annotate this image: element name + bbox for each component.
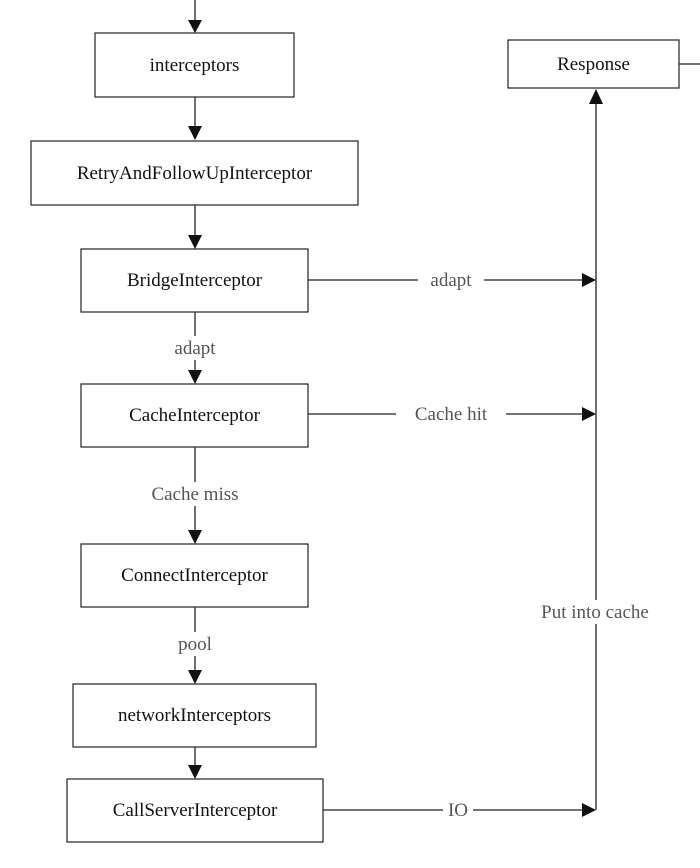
- label-cache-to-response: Cache hit: [415, 404, 488, 425]
- label-bg-cache-connect: [132, 482, 258, 506]
- node-response-label: Response: [557, 54, 630, 75]
- node-bridge: BridgeInterceptor: [80, 248, 309, 313]
- arrowhead-bridge-right: [582, 273, 596, 287]
- label-bg-bridge-cache: [160, 336, 230, 360]
- node-network: networkInterceptors: [72, 683, 317, 748]
- label-bg-connect-network: [166, 632, 224, 656]
- label-bg-bridge-response: [418, 268, 484, 292]
- arrowhead-network: [188, 670, 202, 684]
- node-callserver-label: CallServerInterceptor: [113, 800, 278, 821]
- node-retry: RetryAndFollowUpInterceptor: [30, 140, 359, 206]
- label-bg-callserver-response: [443, 798, 473, 822]
- node-callserver: CallServerInterceptor: [66, 778, 324, 843]
- label-bridge-to-cache: adapt: [174, 338, 216, 359]
- node-interceptors: interceptors: [94, 32, 295, 98]
- arrowhead-connect: [188, 530, 202, 544]
- label-bg-put-into-cache: [511, 600, 679, 624]
- arrowhead-bridge: [188, 235, 202, 249]
- arrowhead-cache-right: [582, 407, 596, 421]
- node-response: Response: [507, 39, 680, 89]
- arrowhead-cache: [188, 370, 202, 384]
- arrowhead-callserver: [188, 765, 202, 779]
- node-connect: ConnectInterceptor: [80, 543, 309, 608]
- node-cache-label: CacheInterceptor: [129, 405, 260, 426]
- label-cache-to-connect: Cache miss: [151, 484, 238, 505]
- node-network-label: networkInterceptors: [118, 705, 271, 726]
- label-bg-cache-response: [396, 402, 506, 426]
- incoming-arrowhead: [188, 20, 202, 33]
- arrowhead-response: [589, 89, 603, 104]
- label-put-into-cache: Put into cache: [541, 602, 649, 623]
- node-bridge-label: BridgeInterceptor: [127, 270, 263, 291]
- label-callserver-to-response: IO: [448, 800, 468, 821]
- arrowhead-retry: [188, 126, 202, 140]
- arrowhead-callserver-right: [582, 803, 596, 817]
- node-interceptors-label: interceptors: [150, 55, 240, 76]
- node-retry-label: RetryAndFollowUpInterceptor: [77, 163, 313, 184]
- node-cache: CacheInterceptor: [80, 383, 309, 448]
- label-connect-to-network: pool: [178, 634, 212, 655]
- node-connect-label: ConnectInterceptor: [121, 565, 268, 586]
- label-bridge-to-response: adapt: [430, 270, 472, 291]
